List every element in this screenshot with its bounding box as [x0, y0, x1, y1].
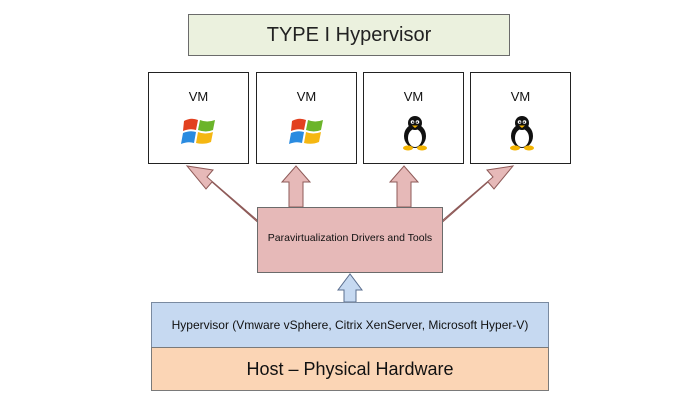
- physical-hardware-layer: Host – Physical Hardware: [151, 347, 549, 391]
- paravirtualization-drivers-label: Paravirtualization Drivers and Tools: [267, 232, 433, 244]
- hypervisor-label: Hypervisor (Vmware vSphere, Citrix XenSe…: [171, 318, 529, 332]
- paravirtualization-drivers-box: [257, 207, 443, 273]
- up-arrow-hypervisor-to-drivers: [337, 273, 363, 303]
- arrow-to-vm-4: [437, 165, 515, 227]
- arrow-to-vm-2: [280, 165, 312, 208]
- windows-logo-icon: [289, 118, 323, 144]
- vm-label: VM: [510, 89, 531, 104]
- linux-tux-icon: [403, 116, 427, 151]
- vm-box-1: VM: [148, 72, 249, 164]
- vm-label: VM: [296, 89, 317, 104]
- vm-label: VM: [403, 89, 424, 104]
- hypervisor-layer: Hypervisor (Vmware vSphere, Citrix XenSe…: [151, 302, 549, 348]
- vm-label: VM: [188, 89, 209, 104]
- vm-box-4: VM: [470, 72, 571, 164]
- windows-logo-icon: [181, 118, 215, 144]
- vm-box-3: VM: [363, 72, 464, 164]
- arrow-to-vm-1: [185, 165, 263, 227]
- vm-box-2: VM: [256, 72, 357, 164]
- arrow-to-vm-3: [388, 165, 420, 208]
- hardware-label: Host – Physical Hardware: [246, 358, 454, 379]
- linux-tux-icon: [510, 116, 534, 151]
- diagram-title: TYPE I Hypervisor: [188, 14, 510, 56]
